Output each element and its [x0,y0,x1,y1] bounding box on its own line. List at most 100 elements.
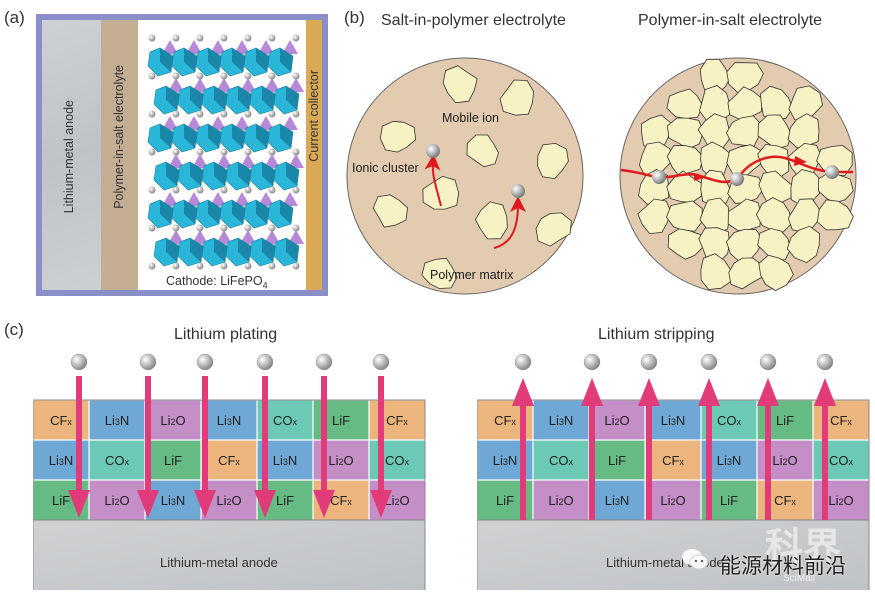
path-arrowhead-1 [694,173,706,181]
lithium-ion [583,353,601,371]
sei-species-label: COx [549,453,574,468]
li-flux-arrow-shaft [262,376,268,496]
octahedron-shade [280,48,293,72]
li-atom [172,224,180,232]
li-atom [172,186,180,194]
po4-tetrahedron [258,116,274,130]
li-atom [244,148,252,156]
sei-species-label: Li2O [104,493,129,508]
sei-species-label: Li2O [548,493,573,508]
polymer-matrix-label: Polymer matrix [430,268,514,282]
ionic-cluster [667,228,704,260]
li-flux-arrowhead [814,378,836,406]
ionic-cluster [442,65,478,104]
li-atom [148,34,156,42]
li-flux-arrow-shaft [321,376,327,496]
anode-label: Lithium-metal anode [62,100,76,214]
sei-species-label: LiF [164,453,182,468]
li-atom [172,148,180,156]
octahedron-shade [214,86,227,110]
li-atom [268,186,276,194]
ionic-cluster [700,141,732,179]
octahedron-shade [166,238,179,262]
po4-tetrahedron [192,230,208,244]
li-flux-arrowhead [370,490,392,518]
sei-species-label: Li3N [217,413,242,428]
sei-species-label: Li2O [660,493,685,508]
li-flux-arrowhead [254,490,276,518]
polymer-in-salt-title: Polymer-in-salt electrolyte [638,12,823,29]
sei-species-label: COx [273,413,298,428]
po4-tetrahedron [162,192,178,206]
li-atom [268,72,276,80]
lithium-ion [196,353,214,371]
sei-species-label: Li3N [493,453,518,468]
po4-tetrahedron [168,154,184,168]
li-atom [244,224,252,232]
li-atom [172,72,180,80]
po4-tetrahedron [282,116,298,130]
watermark-text: 能源材料前沿 [720,555,846,578]
li-flux-arrow-shaft [822,396,828,520]
lithium-ion [759,353,777,371]
po4-tetrahedron [234,116,250,130]
polymer-in-salt-electrolyte-layer: Polymer-in-salt electrolyte [101,20,138,290]
octahedron-shade [166,86,179,110]
ionic-cluster [758,170,793,206]
octahedron-shade [232,48,245,72]
sei-species-label: Li3N [49,453,74,468]
sei-species-label: Li2O [772,453,797,468]
ionic-cluster [757,228,792,262]
li-atom [220,72,228,80]
ionic-cluster [816,199,854,231]
octahedron-shade [184,124,197,148]
lifepo4-crystal-structure [147,34,304,270]
salt-in-polymer-title: Salt-in-polymer electrolyte [381,12,566,29]
watermark-sub: SciMall [783,573,816,584]
sei-species-label: LiF [776,413,794,428]
lithium-ion [372,353,390,371]
octahedron-shade [184,48,197,72]
li-atom [148,224,156,232]
li-atom [244,34,252,42]
ionic-cluster-label: Ionic cluster [352,161,419,175]
sei-species-label: Li3N [661,413,686,428]
ionic-cluster [372,194,409,228]
ionic-cluster [755,197,793,233]
octahedron-shade [208,48,221,72]
li-atom [268,148,276,156]
octahedron-shade [262,238,275,262]
cathode-layer: Cathode: LiFePO4 [138,20,306,291]
sei-species-label: LiF [52,493,70,508]
battery-cell-diagram: Lithium-metal anode Polymer-in-salt elec… [36,14,328,296]
ionic-cluster [421,257,458,289]
li-atom [196,262,204,270]
li-atom [244,110,252,118]
sei-species-label: Li3N [161,493,186,508]
sei-species-label: Li2O [384,493,409,508]
wechat-icon [680,546,710,572]
po4-tetrahedron [192,154,208,168]
sei-grain [200,439,259,482]
po4-tetrahedron [186,40,202,54]
li-flux-arrowhead [698,378,720,406]
po4-tetrahedron [234,192,250,206]
li-atom [292,148,300,156]
ionic-cluster [787,113,820,149]
po4-tetrahedron [240,78,256,92]
li-atom [148,148,156,156]
li-atom [244,262,252,270]
li-flux-arrowhead [638,378,660,406]
electrolyte-label: Polymer-in-salt electrolyte [112,65,126,209]
sei-species-label: CFx [330,493,352,508]
current-collector-layer: Current collector [306,20,322,290]
li-atom [268,224,276,232]
li-flux-arrowhead [757,378,779,406]
sei-grain [88,479,147,522]
li-atom [172,110,180,118]
mobile-ion-5 [825,165,839,179]
sei-species-label: Li2O [216,493,241,508]
lithium-ion [700,353,718,371]
po4-tetrahedron [264,230,280,244]
